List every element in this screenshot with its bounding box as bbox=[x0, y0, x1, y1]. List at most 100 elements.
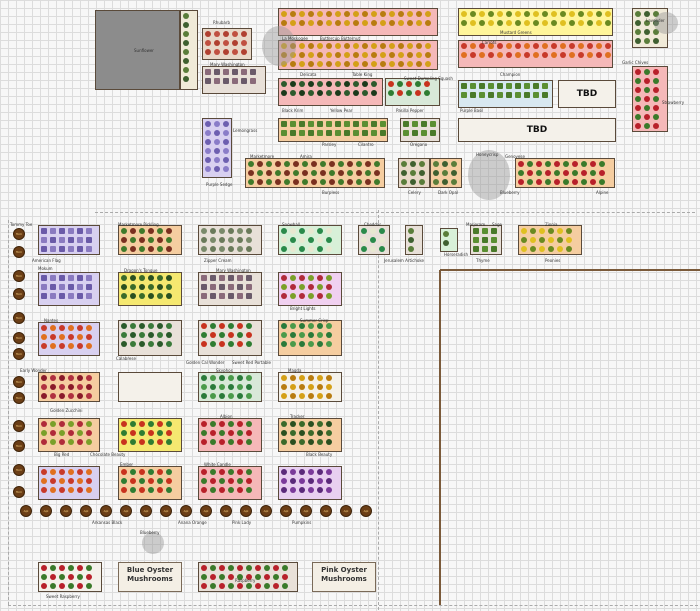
container-pot[interactable]: Apl bbox=[20, 505, 32, 517]
container-pot[interactable]: Apl bbox=[120, 505, 132, 517]
container-pot[interactable]: Tom bbox=[13, 288, 25, 300]
container-pot[interactable]: Tom bbox=[13, 332, 25, 344]
container-pot[interactable]: Tom bbox=[13, 348, 25, 360]
plant-icon bbox=[201, 246, 207, 252]
container-pot[interactable]: Apl bbox=[80, 505, 92, 517]
garden-bed[interactable] bbox=[202, 66, 266, 94]
garden-bed[interactable] bbox=[430, 158, 462, 188]
garden-bed[interactable] bbox=[38, 418, 100, 452]
garden-bed[interactable] bbox=[278, 272, 342, 306]
container-pot[interactable]: Apl bbox=[160, 505, 172, 517]
plant-icon bbox=[50, 246, 56, 252]
container-pot[interactable]: Apl bbox=[180, 505, 192, 517]
container-pot[interactable]: Tom bbox=[13, 312, 25, 324]
garden-bed[interactable] bbox=[198, 466, 262, 500]
garden-bed[interactable] bbox=[385, 78, 440, 106]
garden-bed[interactable] bbox=[198, 272, 262, 306]
garden-bed[interactable] bbox=[278, 372, 342, 402]
garden-bed[interactable] bbox=[458, 80, 553, 108]
container-pot[interactable]: Tom bbox=[13, 420, 25, 432]
container-pot[interactable]: Apl bbox=[220, 505, 232, 517]
garden-bed[interactable] bbox=[358, 225, 390, 255]
garden-bed[interactable] bbox=[470, 225, 502, 255]
garden-bed[interactable] bbox=[278, 418, 342, 452]
plant-icon bbox=[273, 583, 279, 589]
container-pot[interactable]: Apl bbox=[300, 505, 312, 517]
garden-bed[interactable] bbox=[38, 562, 102, 592]
plant-icon bbox=[228, 284, 234, 290]
container-pot[interactable]: Tom bbox=[13, 392, 25, 404]
garden-bed[interactable] bbox=[278, 225, 342, 255]
container-pot[interactable]: Apl bbox=[240, 505, 252, 517]
garden-bed[interactable] bbox=[95, 10, 180, 90]
plant-icon bbox=[443, 240, 449, 246]
container-pot[interactable]: Apl bbox=[140, 505, 152, 517]
garden-bed[interactable] bbox=[198, 225, 262, 255]
garden-bed[interactable] bbox=[198, 320, 262, 356]
container-pot[interactable]: Tom bbox=[13, 464, 25, 476]
garden-bed[interactable] bbox=[118, 418, 182, 452]
garden-bed[interactable] bbox=[198, 418, 262, 452]
garden-bed[interactable] bbox=[278, 320, 342, 356]
container-pot[interactable]: Tom bbox=[13, 486, 25, 498]
garden-bed[interactable] bbox=[518, 225, 582, 255]
container-pot[interactable]: Tom bbox=[13, 246, 25, 258]
garden-bed[interactable] bbox=[118, 320, 182, 356]
container-pot[interactable]: Apl bbox=[60, 505, 72, 517]
container-pot[interactable]: Apl bbox=[360, 505, 372, 517]
garden-bed[interactable] bbox=[400, 118, 440, 142]
container-pot[interactable]: Apl bbox=[340, 505, 352, 517]
container-pot[interactable]: Apl bbox=[280, 505, 292, 517]
plant-icon bbox=[201, 284, 207, 290]
garden-bed[interactable] bbox=[38, 272, 100, 306]
plant-icon bbox=[308, 130, 314, 136]
garden-bed[interactable] bbox=[458, 40, 613, 68]
garden-bed[interactable] bbox=[118, 372, 182, 402]
garden-bed[interactable] bbox=[180, 10, 198, 90]
plant-label: Early Wonder bbox=[20, 368, 47, 373]
garden-bed[interactable] bbox=[118, 466, 182, 500]
container-pot[interactable]: Apl bbox=[40, 505, 52, 517]
garden-bed[interactable] bbox=[398, 158, 430, 188]
garden-bed[interactable] bbox=[198, 562, 298, 592]
garden-bed[interactable] bbox=[405, 225, 423, 255]
garden-bed[interactable] bbox=[278, 466, 342, 500]
garden-bed[interactable] bbox=[38, 225, 100, 255]
garden-bed[interactable] bbox=[38, 322, 100, 356]
garden-bed[interactable] bbox=[278, 118, 388, 142]
container-pot[interactable]: Tom bbox=[13, 270, 25, 282]
garden-bed[interactable] bbox=[245, 158, 385, 188]
garden-bed[interactable] bbox=[458, 8, 613, 36]
garden-bed[interactable] bbox=[202, 118, 232, 178]
garden-bed[interactable] bbox=[278, 8, 438, 36]
garden-bed[interactable] bbox=[38, 372, 100, 402]
container-pot[interactable]: Apl bbox=[100, 505, 112, 517]
plant-icon bbox=[219, 284, 225, 290]
container-pot[interactable]: Tom bbox=[13, 228, 25, 240]
container-pot[interactable]: Apl bbox=[200, 505, 212, 517]
container-pot[interactable]: Apl bbox=[260, 505, 272, 517]
plant-icon bbox=[482, 246, 488, 252]
container-pot[interactable]: Tom bbox=[13, 376, 25, 388]
garden-bed[interactable] bbox=[198, 372, 262, 402]
garden-bed[interactable] bbox=[278, 78, 383, 106]
garden-bed[interactable] bbox=[440, 228, 458, 252]
garden-bed[interactable] bbox=[458, 118, 616, 142]
plant-icon bbox=[551, 43, 557, 49]
plant-icon bbox=[290, 421, 296, 427]
plant-icon bbox=[353, 61, 359, 67]
garden-bed[interactable] bbox=[202, 28, 252, 60]
garden-bed[interactable] bbox=[38, 466, 100, 500]
garden-bed[interactable] bbox=[118, 272, 182, 306]
garden-bed[interactable] bbox=[632, 66, 668, 132]
plant-icon bbox=[326, 293, 332, 299]
container-pot[interactable]: Apl bbox=[320, 505, 332, 517]
garden-bed[interactable] bbox=[558, 80, 616, 108]
container-pot[interactable]: Tom bbox=[13, 440, 25, 452]
garden-bed[interactable] bbox=[632, 8, 668, 48]
garden-bed[interactable] bbox=[278, 40, 438, 70]
garden-bed[interactable] bbox=[118, 225, 182, 255]
garden-bed[interactable] bbox=[515, 158, 615, 188]
